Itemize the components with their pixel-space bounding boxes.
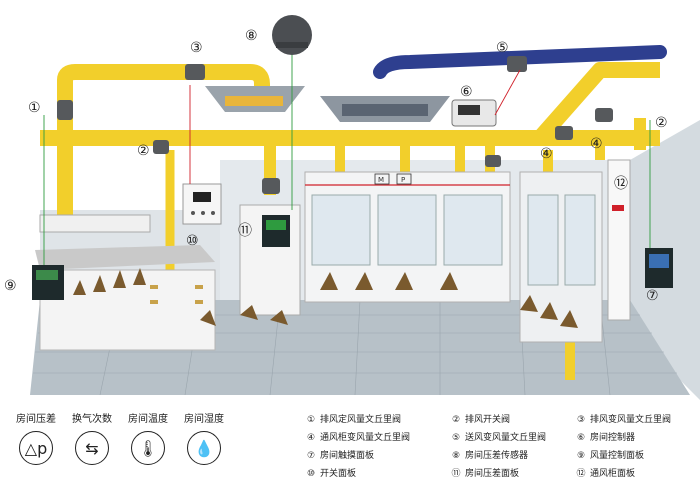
indicator-pressure-difference: 房间压差 △p <box>8 410 64 465</box>
callout-6: ⑥ <box>460 84 473 100</box>
indicator-temperature: 房间温度 🌡 <box>120 410 176 465</box>
callout-4-left: ④ <box>540 146 553 162</box>
callout-2-right: ② <box>655 115 668 131</box>
bench-fume-hood <box>32 214 216 351</box>
indicator-label: 房间湿度 <box>184 414 224 425</box>
indicator-humidity: 房间湿度 💧 <box>176 410 232 465</box>
callout-11: ⑪ <box>238 223 252 239</box>
callout-5: ⑤ <box>496 40 509 56</box>
callout-2-left: ② <box>137 143 150 159</box>
room-pressure-sensor <box>272 15 312 55</box>
humidity-drop-icon: 💧 <box>187 431 221 465</box>
callout-8: ⑧ <box>245 28 258 44</box>
indicator-label: 房间压差 <box>16 414 56 425</box>
fume-hood-motor-label: M <box>378 176 384 184</box>
signal-lines <box>43 55 651 265</box>
indicator-label: 房间温度 <box>128 414 168 425</box>
lab-ventilation-diagram: M P <box>4 15 700 400</box>
indicator-air-change: 换气次数 ⇆ <box>64 410 120 465</box>
room-pressure-panel-cabinet <box>239 204 301 316</box>
callout-1: ① <box>28 100 41 116</box>
switch-panel <box>182 183 222 225</box>
callout-markers: ① ② ③ ④ ④ ⑤ ⑥ ② ⑦ ⑧ ⑨ ⑩ ⑪ ⑫ <box>4 28 668 304</box>
callout-3: ③ <box>190 40 203 56</box>
supply-diffuser-left <box>205 86 305 112</box>
callout-4-right: ④ <box>590 136 603 152</box>
pressure-difference-icon: △p <box>19 431 53 465</box>
callout-7: ⑦ <box>646 288 659 304</box>
room-controller <box>451 99 497 127</box>
air-change-icon: ⇆ <box>75 431 109 465</box>
supply-air-duct <box>373 45 667 79</box>
callout-10: ⑩ <box>186 233 199 249</box>
callout-9: ⑨ <box>4 278 17 294</box>
fume-hood-pressure-label: P <box>401 176 405 184</box>
indicator-label: 换气次数 <box>72 414 112 425</box>
thermometer-icon: 🌡 <box>131 431 165 465</box>
airflow-arrows <box>73 268 578 328</box>
callout-12: ⑫ <box>614 176 628 192</box>
valves <box>57 56 613 194</box>
supply-diffuser-right <box>320 96 450 122</box>
fume-hood-panel <box>607 159 631 321</box>
